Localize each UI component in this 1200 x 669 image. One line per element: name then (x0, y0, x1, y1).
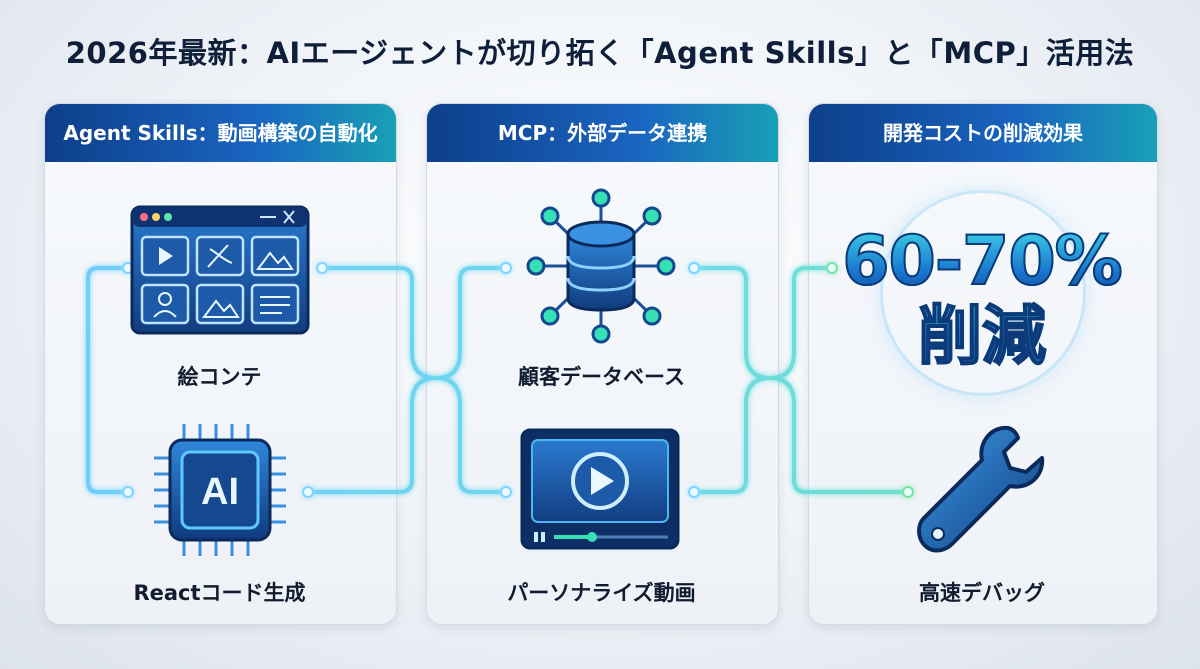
caption-react-code: Reactコード生成 (133, 581, 306, 605)
cost-reduction-stat: 60-70% 削減 (832, 222, 1132, 375)
caption-personalized-video: パーソナライズ動画 (507, 581, 696, 605)
storyboard-window-icon (130, 205, 310, 335)
caption-storyboard: 絵コンテ (177, 365, 262, 389)
ai-chip-icon: AI (154, 424, 286, 556)
panel-heading-cost-reduction: 開発コストの削減効果 (809, 104, 1157, 162)
cost-reduction-value: 60-70% (832, 222, 1132, 302)
ai-chip-label: AI (201, 471, 239, 513)
video-player-icon (520, 428, 680, 550)
highlight-ring (880, 190, 1086, 396)
panel-heading-mcp: MCP：外部データ連携 (427, 104, 778, 162)
caption-fast-debugging: 高速デバッグ (919, 581, 1045, 605)
wrench-icon (917, 425, 1045, 553)
page-title: 2026年最新：AIエージェントが切り拓く「Agent Skills」と「MCP… (65, 36, 1135, 70)
database-network-icon (526, 188, 676, 344)
cost-reduction-unit: 削減 (832, 300, 1132, 374)
caption-customer-database: 顧客データベース (518, 365, 685, 389)
panel-heading-agent-skills: Agent Skills：動画構築の自動化 (45, 104, 396, 162)
